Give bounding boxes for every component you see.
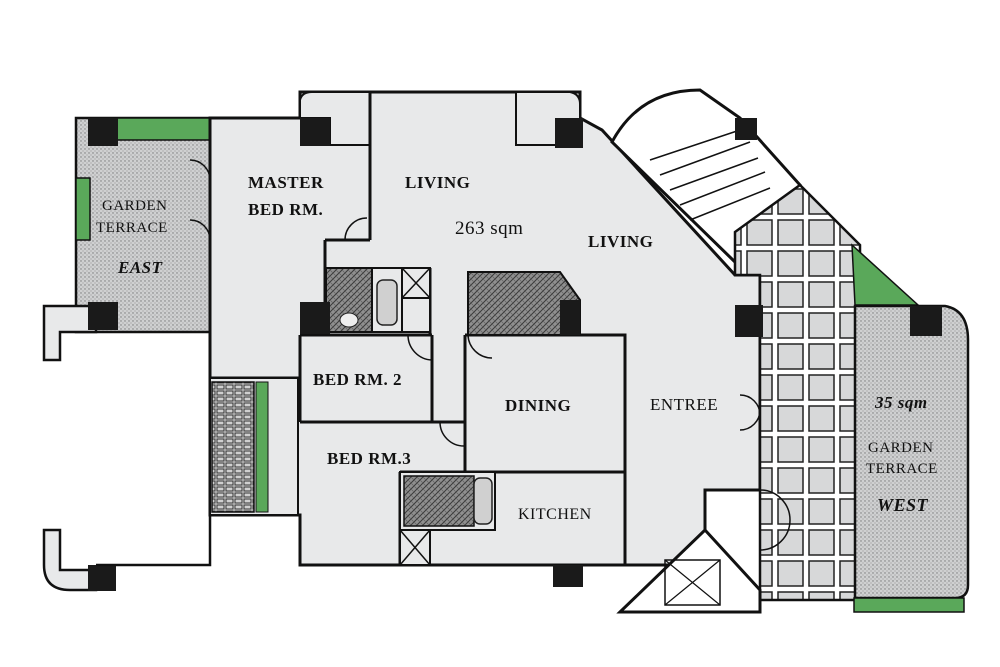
east-terrace-label-line3: EAST [118, 258, 163, 277]
entree-label: ENTREE [650, 395, 719, 414]
door-swings [189, 159, 791, 551]
dining-label: DINING [505, 396, 572, 415]
master-bed-label-line1: MASTER [248, 173, 324, 192]
kitchen-label: KITCHEN [518, 506, 592, 523]
bed-3-label: BED RM.3 [327, 449, 412, 468]
living-label-2: LIVING [588, 232, 654, 251]
west-terrace-area-label: 35 sqm [875, 393, 928, 412]
east-terrace-label-line2: TERRACE [96, 220, 168, 236]
west-paver-walkway [733, 183, 920, 602]
west-garden-terrace [853, 304, 970, 613]
structural-columns [88, 118, 942, 587]
dining-powder-room [467, 271, 581, 336]
bed-2-label: BED RM. 2 [313, 370, 403, 389]
lift-core [616, 527, 762, 614]
living-label-1: LIVING [405, 173, 471, 192]
master-bathroom [325, 267, 431, 333]
west-terrace-label-line2: TERRACE [866, 461, 938, 477]
east-planter [113, 117, 211, 141]
bed3-bathroom [399, 471, 496, 566]
west-terrace-label-line3: WEST [877, 495, 929, 515]
west-balcony-lower [42, 515, 212, 592]
service-shaft [209, 377, 299, 516]
east-garden-terrace [42, 116, 216, 362]
master-bed-label-line2: BED RM. [248, 200, 324, 219]
east-terrace-label-line1: GARDEN [102, 198, 168, 214]
living-area-label: 263 sqm [455, 218, 524, 239]
west-terrace-label-line1: GARDEN [868, 440, 934, 456]
